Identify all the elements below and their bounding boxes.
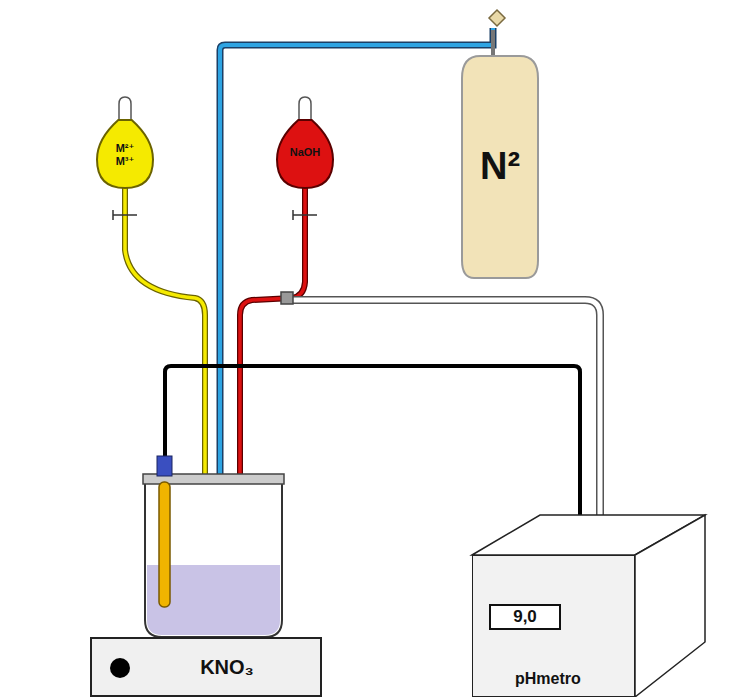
- stopper: [119, 97, 131, 122]
- node-label: 9,0: [513, 607, 537, 627]
- node-label: pHmetro: [515, 670, 581, 688]
- stopper: [299, 97, 311, 122]
- stirrer-plate: KNO₃: [90, 637, 322, 697]
- gas-tube-outline: [220, 28, 493, 474]
- stopcock: [293, 210, 317, 220]
- stirrer-knob: [110, 658, 130, 678]
- node-label: M²⁺: [116, 142, 135, 155]
- tube-connector: [281, 292, 293, 304]
- cable-outline: [290, 300, 600, 518]
- cable: [290, 300, 600, 518]
- funnel-naoh: NaOH: [277, 120, 333, 188]
- node-label: KNO₃: [200, 656, 254, 679]
- meter-side: [635, 515, 705, 697]
- base-tube-outline: [240, 185, 305, 474]
- ph-display: 9,0: [489, 604, 561, 630]
- valve: [489, 10, 505, 26]
- node-label: M³⁺: [116, 155, 135, 168]
- ph-electrode: [159, 482, 170, 607]
- electrode-cap: [157, 456, 172, 476]
- nitrogen-cylinder: N²: [462, 56, 538, 278]
- valve-stem: [491, 30, 495, 56]
- gas-tube: [220, 28, 493, 474]
- node-label: N²: [480, 145, 520, 189]
- stopcock: [113, 210, 137, 220]
- funnel-metal-salts: M²⁺M³⁺: [97, 120, 153, 188]
- base-tube: [240, 185, 305, 474]
- ph-meter: pHmetro 9,0: [472, 555, 635, 697]
- node-label: NaOH: [290, 146, 321, 159]
